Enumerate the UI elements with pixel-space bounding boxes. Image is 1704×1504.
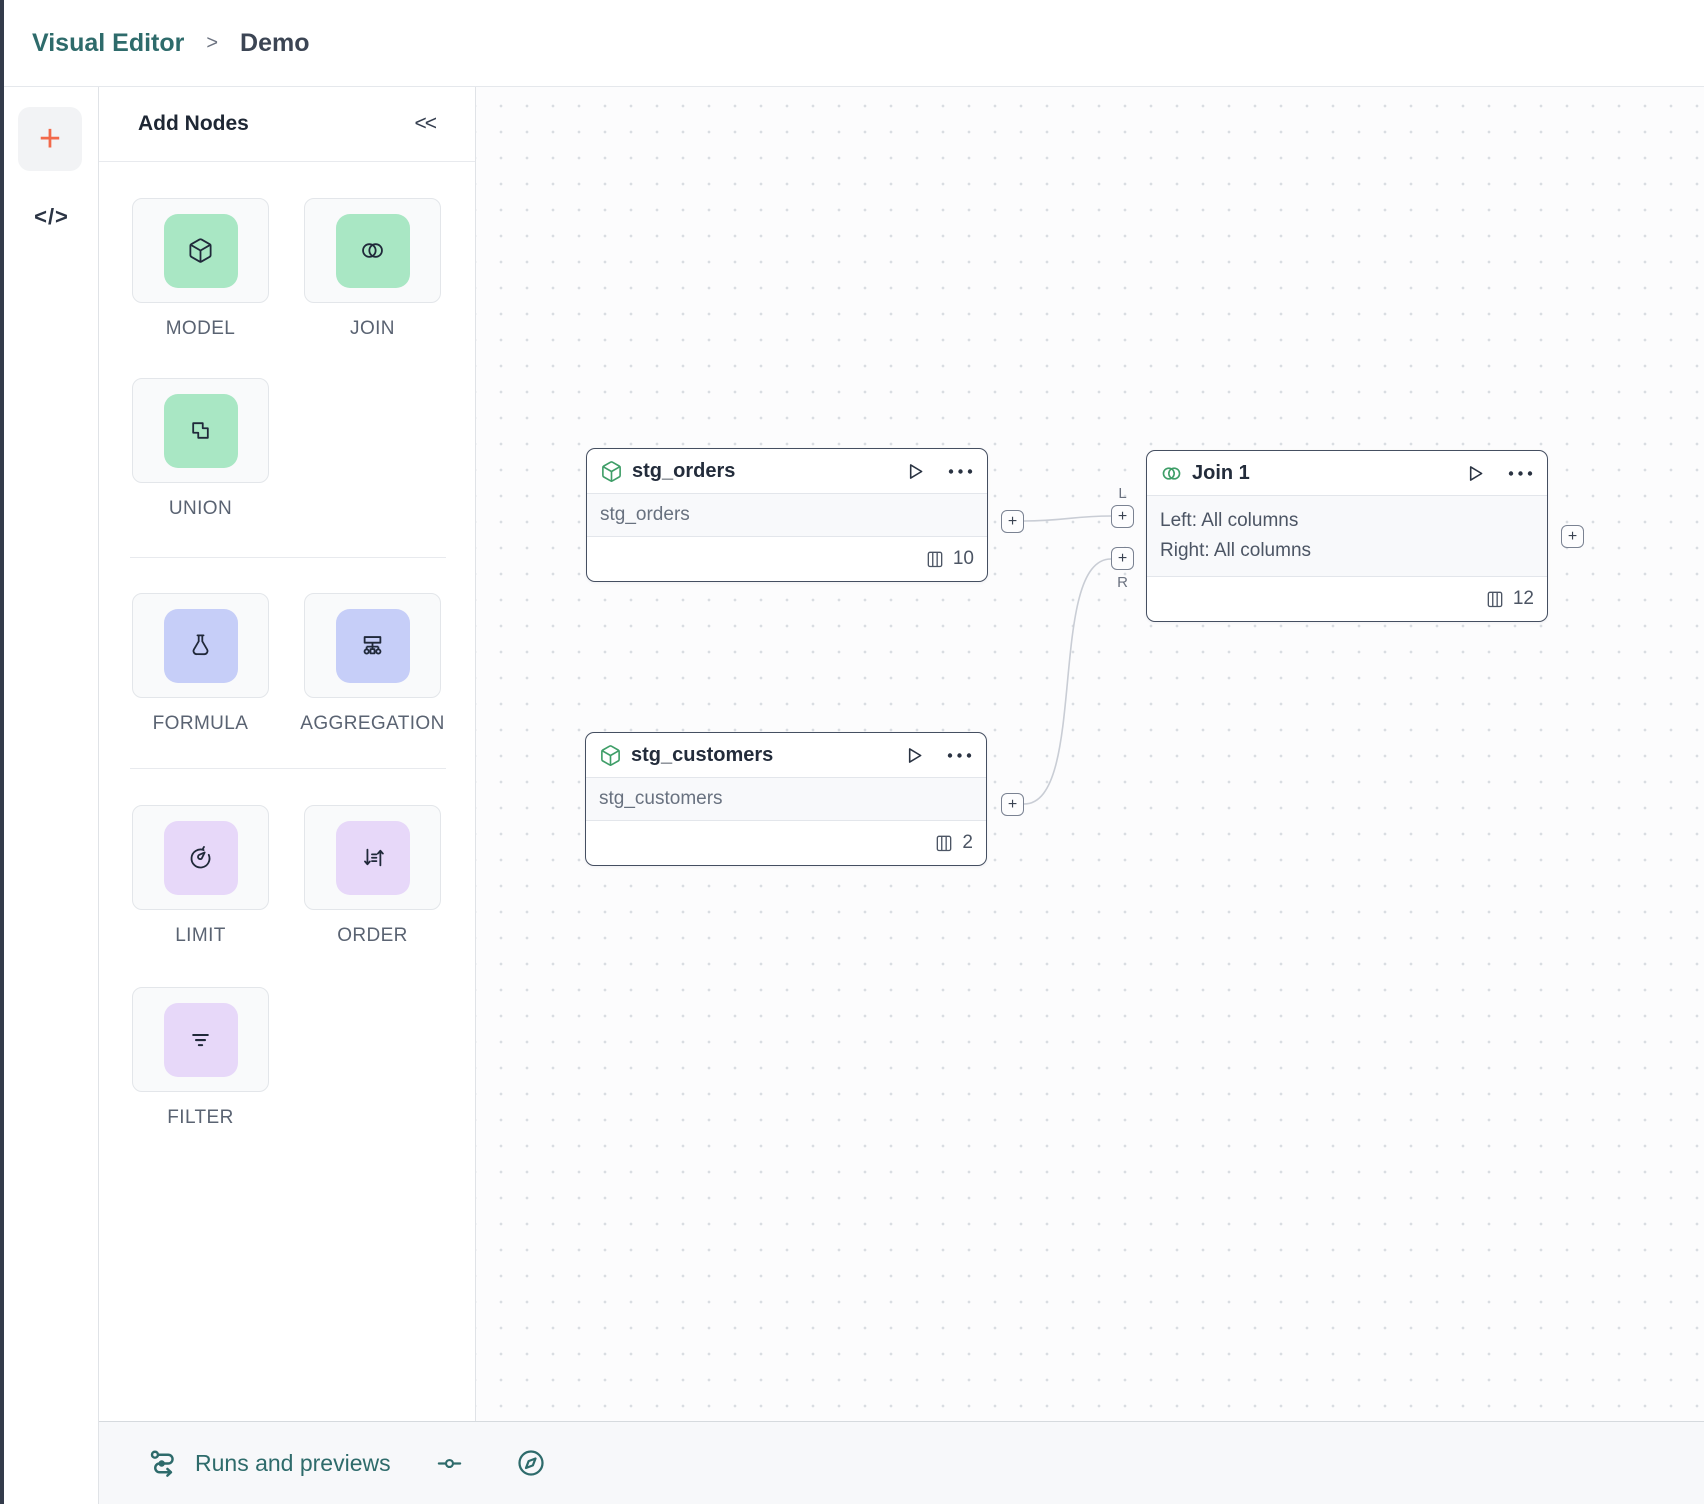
node-card-aggregation[interactable]	[304, 593, 441, 698]
node-menu-button[interactable]	[947, 468, 974, 475]
flow-node-join-1[interactable]: Join 1 Left: All columns Right: All colu…	[1146, 450, 1548, 622]
node-header: stg_customers	[586, 733, 986, 778]
node-card-order[interactable]	[304, 805, 441, 910]
model-cube-icon	[602, 460, 621, 482]
model-cube-icon	[601, 744, 620, 766]
join-left-handle-label: L	[1118, 485, 1127, 502]
columns-icon	[937, 835, 952, 852]
commit-icon[interactable]	[436, 1450, 463, 1477]
panel-section-divider	[130, 768, 446, 769]
node-card-label: ORDER	[337, 925, 408, 946]
sort-order-icon	[335, 820, 410, 895]
flask-icon	[163, 608, 238, 683]
stg-customers-output-handle[interactable]: +	[1001, 793, 1024, 816]
runs-and-previews-label[interactable]: Runs and previews	[195, 1449, 391, 1476]
join-right-input-handle[interactable]: +	[1111, 547, 1134, 570]
node-footer: 12	[1147, 577, 1547, 621]
join-right-config: Right: All columns	[1160, 540, 1312, 561]
route-icon	[148, 1448, 179, 1479]
node-card-label: FORMULA	[152, 713, 249, 734]
left-rail: + </>	[4, 87, 99, 1504]
panel-section-divider	[130, 557, 446, 558]
flow-node-stg-customers[interactable]: stg_customers stg_customers 2	[585, 732, 987, 866]
stg-orders-output-handle[interactable]: +	[1001, 510, 1024, 533]
run-node-button[interactable]	[904, 745, 925, 766]
node-header: stg_orders	[587, 449, 987, 494]
node-card-label: MODEL	[165, 318, 236, 339]
cube-icon	[163, 213, 238, 288]
columns-icon	[1487, 591, 1503, 608]
node-card-label: AGGREGATION	[300, 713, 445, 734]
node-subtitle: stg_orders	[587, 494, 987, 537]
node-card-join[interactable]	[304, 198, 441, 303]
column-count: 12	[1512, 588, 1534, 609]
node-card-union[interactable]	[132, 378, 269, 483]
compass-icon[interactable]	[516, 1448, 546, 1478]
gauge-icon	[163, 820, 238, 895]
runs-statusbar[interactable]: Runs and previews	[99, 1421, 1704, 1504]
node-menu-button[interactable]	[1507, 470, 1534, 477]
node-title: Join 1	[1192, 461, 1250, 484]
node-card-label: FILTER	[167, 1107, 234, 1128]
collapse-panel-button[interactable]: <<	[414, 112, 436, 135]
node-card-label: LIMIT	[175, 925, 226, 946]
node-card-label: JOIN	[350, 318, 395, 339]
add-nodes-header: Add Nodes <<	[99, 87, 475, 162]
join-right-handle-label: R	[1117, 574, 1128, 591]
join-circles-icon	[335, 213, 410, 288]
column-count: 2	[962, 832, 973, 853]
node-footer: 2	[586, 821, 986, 865]
breadcrumb-root-link[interactable]: Visual Editor	[32, 28, 185, 57]
left-accent-bar	[0, 0, 4, 1504]
column-count: 10	[952, 548, 974, 569]
breadcrumb: Visual Editor > Demo	[4, 0, 1704, 87]
node-title: stg_customers	[631, 743, 774, 766]
add-nodes-title: Add Nodes	[138, 112, 249, 135]
run-node-button[interactable]	[1465, 463, 1486, 484]
join-output-handle[interactable]: +	[1561, 525, 1584, 548]
join-circles-icon	[1162, 466, 1181, 480]
join-left-input-handle[interactable]: +	[1111, 505, 1134, 528]
add-node-rail-button[interactable]: +	[18, 107, 82, 171]
page-title: Demo	[240, 28, 310, 57]
node-join-config: Left: All columns Right: All columns	[1147, 496, 1547, 577]
node-menu-button[interactable]	[946, 752, 973, 759]
flow-node-stg-orders[interactable]: stg_orders stg_orders 10	[586, 448, 988, 582]
node-card-label: UNION	[168, 498, 233, 519]
join-left-config: Left: All columns	[1160, 510, 1299, 531]
breadcrumb-separator: >	[206, 31, 219, 54]
add-nodes-panel: Add Nodes << MODEL	[99, 87, 476, 1421]
node-footer: 10	[587, 537, 987, 581]
node-card-formula[interactable]	[132, 593, 269, 698]
flow-canvas[interactable]: stg_orders stg_orders 10	[476, 87, 1704, 1504]
node-card-model[interactable]	[132, 198, 269, 303]
columns-icon	[927, 551, 943, 568]
code-view-button[interactable]: </>	[34, 204, 69, 229]
node-card-limit[interactable]	[132, 805, 269, 910]
node-subtitle: stg_customers	[586, 778, 986, 821]
node-card-filter[interactable]	[132, 987, 269, 1092]
node-header: Join 1	[1147, 451, 1547, 496]
sitemap-icon	[335, 608, 410, 683]
union-shapes-icon	[163, 393, 238, 468]
run-node-button[interactable]	[905, 461, 926, 482]
node-title: stg_orders	[632, 459, 736, 482]
filter-lines-icon	[163, 1002, 238, 1077]
